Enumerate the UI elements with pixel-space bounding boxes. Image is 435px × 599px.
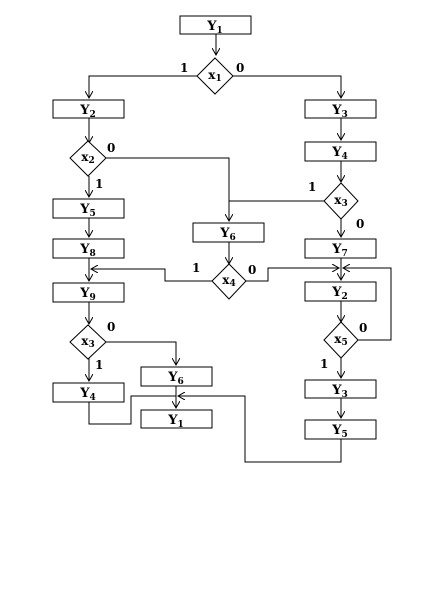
line-x4-y9: [91, 269, 212, 282]
svg-text:Y2: Y2: [331, 285, 348, 302]
branch-label-x5-zero: 0: [359, 321, 367, 335]
svg-text:Y5: Y5: [79, 202, 96, 219]
branch-label-x2-one: 1: [95, 177, 103, 191]
operator-box-y6-mid: Y6: [192, 222, 265, 243]
svg-text:Y3: Y3: [331, 103, 348, 120]
line-x4-y2r: [246, 268, 339, 282]
svg-text:x3: x3: [334, 193, 347, 209]
line-x1-y2: [89, 75, 197, 98]
operator-box-y3-lower: Y3: [304, 379, 377, 400]
decision-diamond-x5: x5: [323, 321, 359, 359]
svg-text:Y8: Y8: [79, 242, 96, 259]
branch-label-x1-zero: 0: [236, 61, 244, 75]
svg-text:x2: x2: [81, 150, 94, 166]
line-y5r-merge: [178, 396, 342, 463]
operator-box-y7: Y7: [304, 238, 377, 259]
svg-text:Y4: Y4: [79, 386, 96, 403]
svg-text:Y6: Y6: [167, 370, 184, 387]
branch-label-x4-one: 1: [192, 261, 200, 275]
decision-diamond-x1: x1: [196, 57, 234, 95]
line-y4-merge: [88, 395, 176, 425]
branch-label-x2-zero: 0: [107, 141, 115, 155]
svg-text:Y1: Y1: [206, 19, 223, 36]
operator-box-y4-right: Y4: [304, 141, 377, 162]
line-x2-y6: [106, 157, 229, 221]
operator-box-y1-bottom: Y1: [140, 409, 213, 430]
branch-label-x3l-one: 1: [95, 358, 103, 372]
branch-label-x1-one: 1: [180, 61, 188, 75]
operator-box-y9: Y9: [52, 282, 125, 303]
svg-text:Y7: Y7: [331, 242, 348, 259]
operator-box-y5-left: Y5: [52, 198, 125, 219]
branch-label-x5-one: 1: [320, 357, 328, 371]
operator-box-y8: Y8: [52, 238, 125, 259]
operator-box-y2-right: Y2: [304, 281, 377, 302]
line-x1-y3: [233, 75, 341, 98]
branch-label-x3l-zero: 0: [107, 320, 115, 334]
branch-label-x3r-one: 1: [308, 180, 316, 194]
svg-text:x5: x5: [334, 332, 347, 348]
operator-box-y1-top: Y1: [179, 15, 252, 36]
operator-box-y5-lower: Y5: [304, 419, 377, 440]
connectors: [88, 34, 392, 463]
svg-text:x1: x1: [208, 68, 221, 84]
svg-text:Y1: Y1: [167, 413, 184, 430]
decision-diamond-x4: x4: [211, 263, 247, 300]
line-x5-loop: [343, 268, 392, 341]
branch-label-x3r-zero: 0: [356, 217, 364, 231]
svg-text:x4: x4: [222, 273, 235, 289]
svg-text:x3: x3: [81, 334, 94, 350]
svg-text:Y5: Y5: [331, 423, 348, 440]
decision-diamond-x3-left: x3: [69, 324, 107, 360]
operator-box-y2-left: Y2: [52, 99, 125, 120]
svg-text:Y2: Y2: [79, 103, 96, 120]
decision-diamond-x2: x2: [69, 140, 107, 177]
svg-text:Y3: Y3: [331, 383, 348, 400]
branch-label-x4-zero: 0: [248, 263, 256, 277]
svg-text:Y6: Y6: [219, 226, 236, 243]
operator-box-y6-bottom: Y6: [140, 366, 213, 387]
svg-text:Y4: Y4: [331, 145, 348, 162]
line-x3l-y6b: [106, 341, 176, 365]
operator-box-y4-left: Y4: [52, 382, 125, 403]
operator-box-y3-right: Y3: [304, 99, 377, 120]
svg-text:Y9: Y9: [79, 286, 96, 303]
decision-diamond-x3-right: x3: [323, 182, 359, 220]
